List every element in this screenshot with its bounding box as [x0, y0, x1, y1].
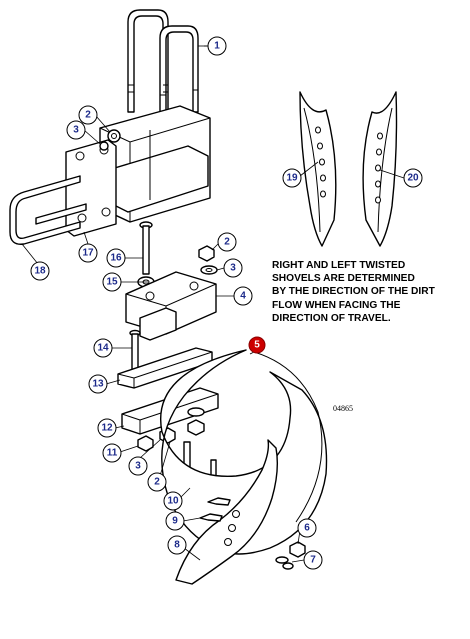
bolt-16 [139, 221, 153, 275]
svg-text:17: 17 [82, 248, 94, 259]
svg-text:16: 16 [110, 253, 122, 264]
svg-text:8: 8 [174, 540, 180, 551]
callout-2-top: 2 [78, 105, 98, 125]
plow-bolts-9 [199, 497, 231, 522]
svg-text:15: 15 [106, 277, 118, 288]
u-bolt-pair-top [127, 9, 199, 119]
callout-14: 14 [93, 338, 113, 358]
side-u-bolt [9, 175, 87, 245]
svg-text:2: 2 [154, 477, 160, 488]
svg-text:12: 12 [101, 423, 113, 434]
callout-3-right: 3 [223, 258, 243, 278]
twisted-shovel-note: RIGHT AND LEFT TWISTED SHOVELS ARE DETER… [272, 259, 462, 325]
callout-6: 6 [297, 518, 317, 538]
callout-18: 18 [30, 261, 50, 281]
svg-text:10: 10 [167, 496, 179, 507]
svg-text:9: 9 [172, 516, 178, 527]
svg-text:2: 2 [224, 237, 230, 248]
svg-text:3: 3 [135, 461, 141, 472]
right-twisted-shovel [362, 91, 398, 247]
note-line-2: SHOVELS ARE DETERMINED [272, 273, 415, 285]
callout-9: 9 [165, 511, 185, 531]
svg-text:7: 7 [310, 555, 316, 566]
svg-text:6: 6 [304, 523, 310, 534]
callout-8: 8 [167, 535, 187, 555]
callout-15: 15 [102, 272, 122, 292]
clamp-block-4 [125, 271, 217, 341]
callout-20: 20 [403, 168, 423, 188]
note-line-5: DIRECTION OF TRAVEL. [272, 312, 391, 324]
callout-1: 1 [207, 36, 227, 56]
note-line-1: RIGHT AND LEFT TWISTED [272, 260, 406, 271]
svg-text:13: 13 [92, 379, 104, 390]
note-line-3: BY THE DIRECTION OF THE DIRT [272, 286, 435, 298]
callout-11: 11 [102, 443, 122, 463]
callout-5: 5 [248, 336, 266, 354]
callouts: 1 2 3 17 18 16 [21, 36, 423, 570]
mounting-plate [65, 139, 117, 237]
left-twisted-shovel [299, 91, 337, 247]
callout-10: 10 [163, 491, 183, 511]
svg-text:5: 5 [254, 340, 260, 351]
svg-text:19: 19 [286, 173, 298, 184]
svg-text:14: 14 [97, 343, 109, 354]
lower-nuts [137, 407, 205, 452]
svg-text:1: 1 [214, 41, 220, 52]
svg-text:18: 18 [34, 266, 46, 277]
nuts-6-7 [275, 541, 306, 570]
right-nut-washer [198, 245, 218, 275]
callout-2-right: 2 [217, 232, 237, 252]
callout-2-lower: 2 [147, 472, 167, 492]
callout-7: 7 [303, 550, 323, 570]
svg-text:11: 11 [107, 448, 118, 459]
svg-text:20: 20 [407, 173, 419, 184]
svg-text:3: 3 [230, 263, 236, 274]
svg-text:4: 4 [240, 291, 246, 302]
callout-13: 13 [88, 374, 108, 394]
drawing-number: 04865 [333, 404, 353, 413]
callout-4: 4 [233, 286, 253, 306]
callout-17: 17 [78, 243, 98, 263]
top-nut-washer [99, 129, 121, 151]
svg-text:2: 2 [85, 110, 91, 121]
callout-19: 19 [282, 168, 302, 188]
callout-16: 16 [106, 248, 126, 268]
note-line-4: FLOW WHEN FACING THE [272, 299, 401, 311]
callout-12: 12 [97, 418, 117, 438]
callout-3-top: 3 [66, 120, 86, 140]
svg-text:3: 3 [73, 125, 79, 136]
callout-3-lower: 3 [128, 456, 148, 476]
upper-clamp-block [99, 105, 211, 223]
